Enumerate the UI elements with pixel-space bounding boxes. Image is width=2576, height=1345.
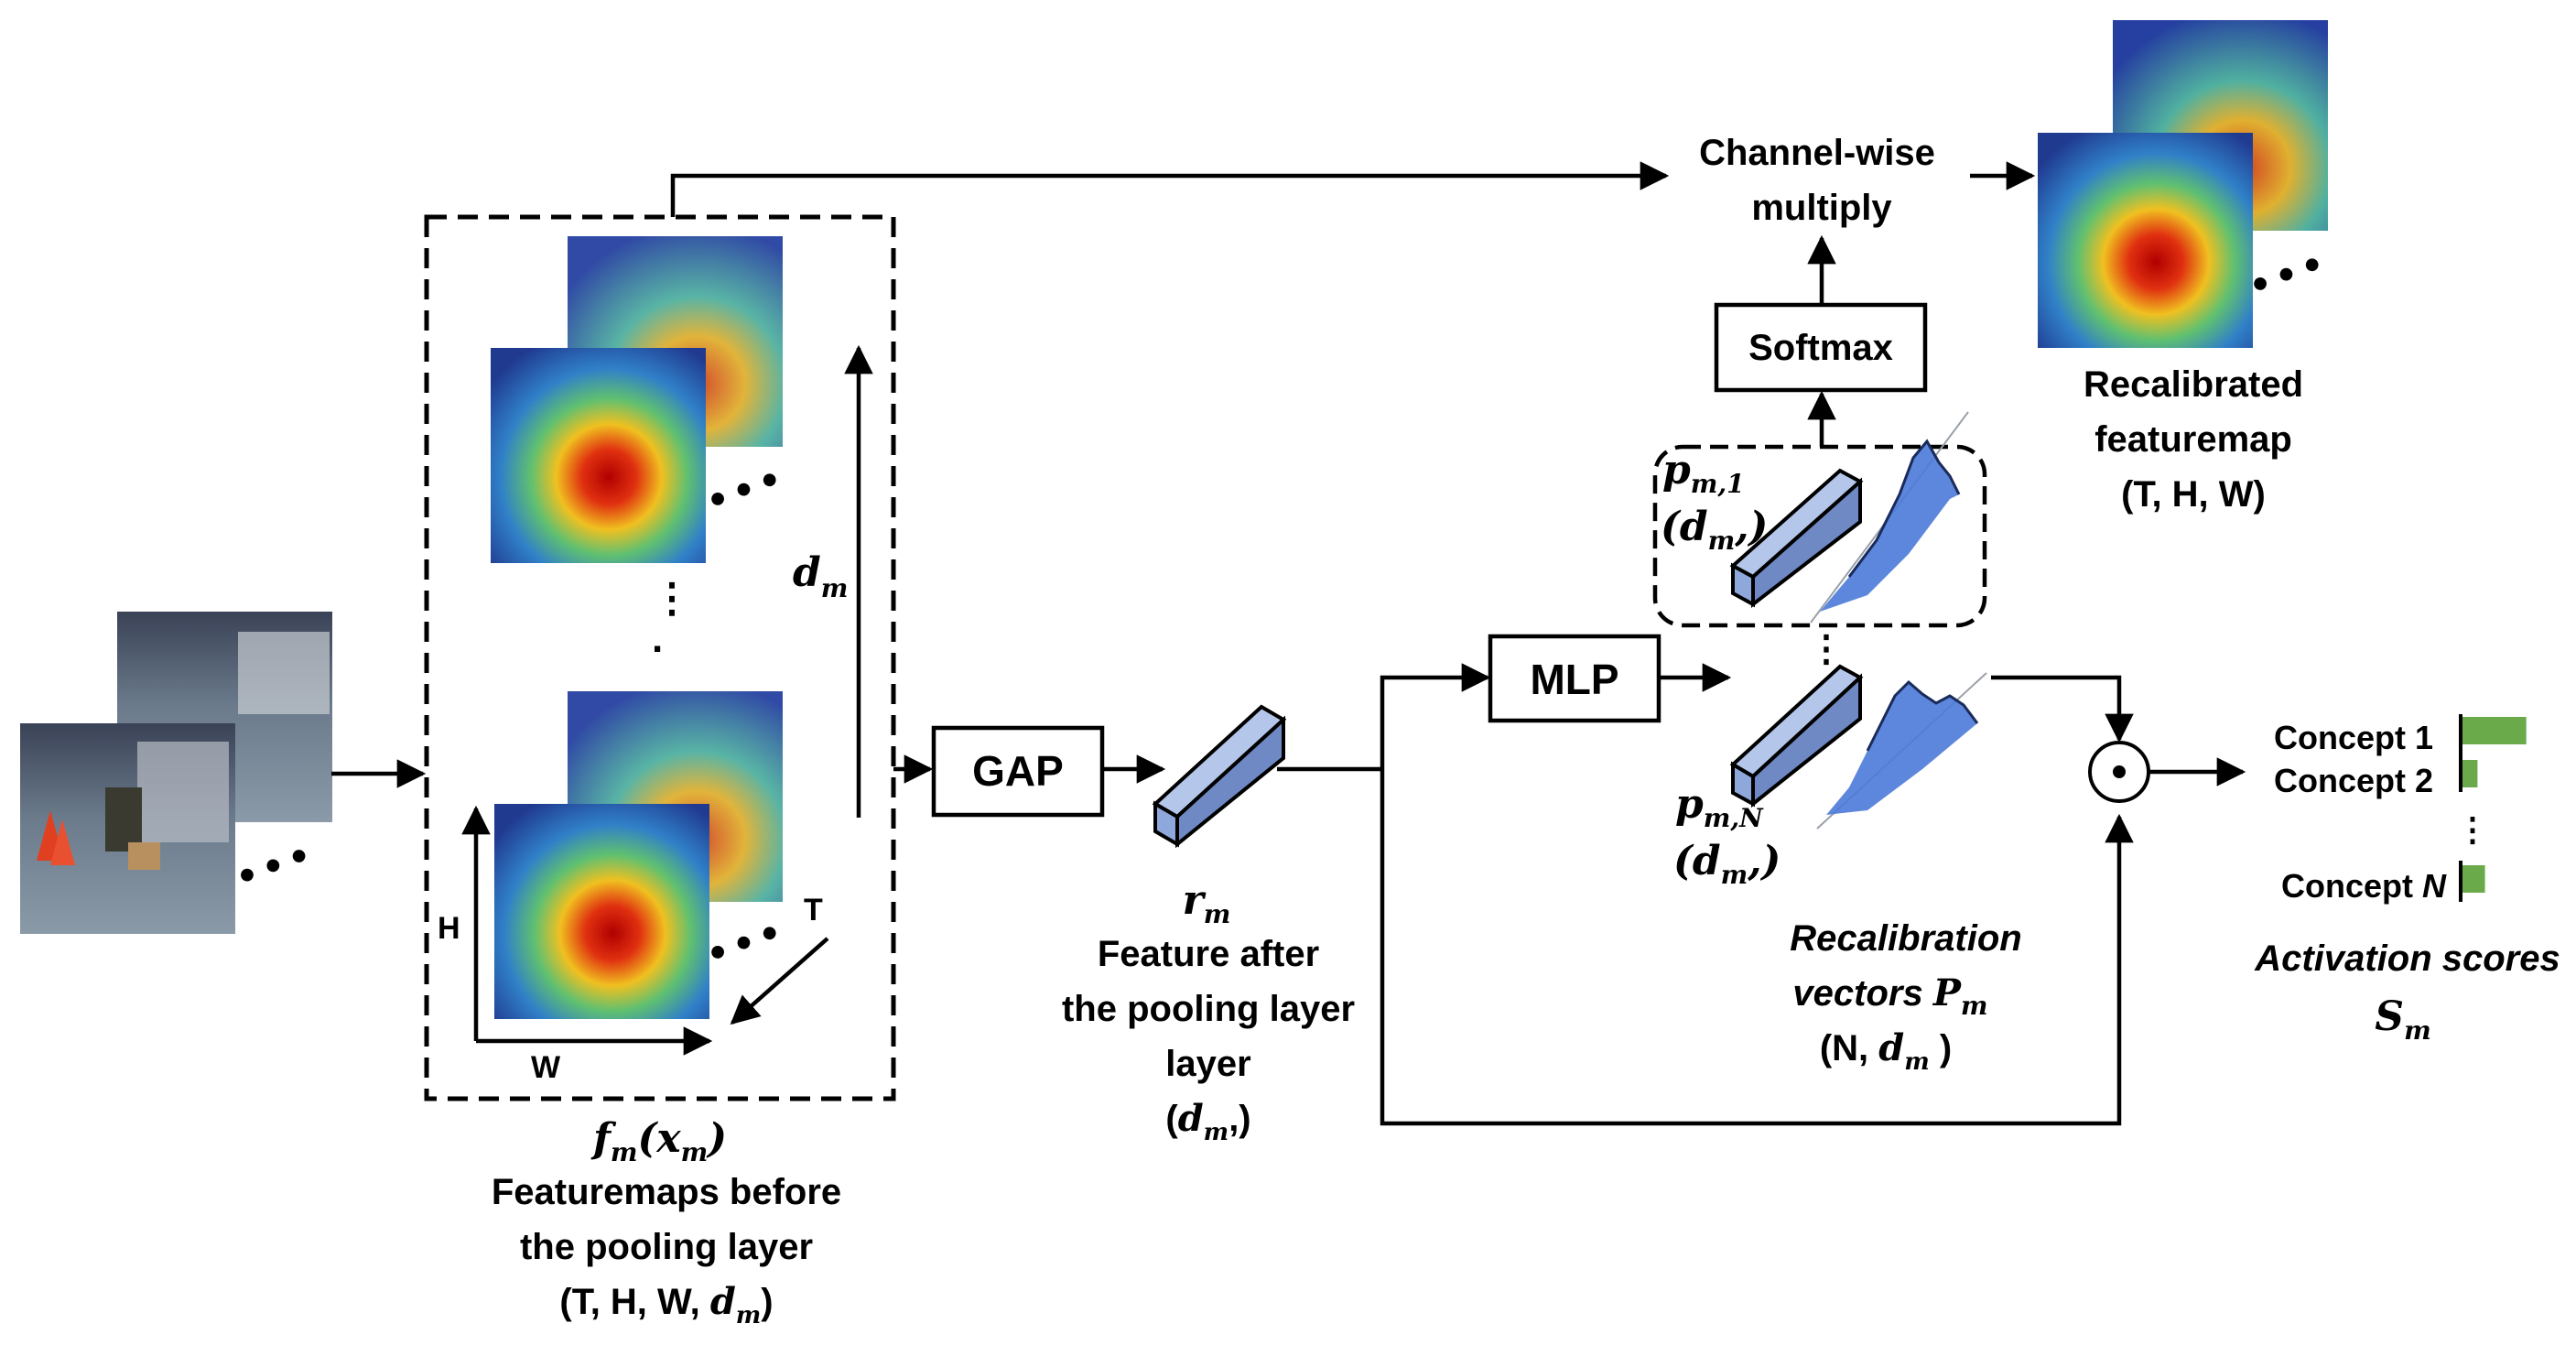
branch-skip-line	[1380, 769, 2134, 1126]
stack-ellipsis: • • •	[702, 908, 785, 978]
output-caption-line2: featuremap	[2094, 419, 2292, 460]
concept-bar-n	[2462, 865, 2485, 893]
pN-vector	[1729, 664, 1864, 808]
featuremaps-math: fm(xm)	[590, 1115, 727, 1167]
mlp-label: MLP	[1530, 656, 1618, 703]
cube-front	[1731, 761, 1755, 808]
recalibrated-featuremap-stack: • • •	[2038, 20, 2328, 348]
distribution-fill	[1820, 441, 1959, 612]
featuremap-stack-bottom: • • •	[494, 691, 785, 1019]
axis-t-label: T	[804, 893, 823, 927]
multiply-label-line1: Channel-wise	[1699, 133, 1935, 173]
branch-to-mlp-arrow	[1380, 663, 1491, 769]
concept-label-1: Concept 1	[2274, 719, 2433, 756]
pooled-caption-line2: the pooling layer	[1062, 989, 1355, 1029]
p1-label: pm,1	[1662, 447, 1745, 499]
input-ellipsis: • • •	[232, 831, 315, 901]
multiply-label-line2: multiply	[1751, 188, 1892, 228]
vectors-to-operator-arrow	[1991, 675, 2134, 743]
cone-icon	[50, 819, 75, 865]
hadamard-dot	[2113, 765, 2126, 778]
recal-caption-line1: Recalibration	[1790, 918, 2021, 959]
output-shape: (T, H, W)	[2121, 474, 2266, 515]
pN-label: pm,N	[1675, 781, 1764, 833]
pooled-shape: (dm,)	[1165, 1097, 1250, 1146]
pooled-feature-vector	[1152, 704, 1287, 849]
input-video-frames: • • •	[20, 612, 332, 934]
output-ellipsis: • • •	[2245, 240, 2328, 309]
recal-shape: (N, dm )	[1820, 1026, 1952, 1076]
distribution-fill	[1826, 682, 1977, 815]
concept-label-2: Concept 2	[2274, 762, 2433, 799]
heatmap-front	[491, 348, 706, 563]
concept-bar-1	[2462, 717, 2527, 744]
concept-label-n: Concept N	[2281, 867, 2447, 905]
gap-box	[931, 725, 1105, 818]
pooled-caption-line1: Feature after	[1098, 934, 1319, 974]
axis-h-label: H	[438, 911, 460, 946]
concepts-vertical-ellipsis: ⋮	[2456, 810, 2489, 848]
p1-distribution-graph	[1810, 411, 1969, 624]
heatmap-front	[2038, 133, 2253, 348]
output-caption-line1: Recalibrated	[2084, 364, 2303, 405]
featuremaps-caption-line2: the pooling layer	[520, 1227, 813, 1267]
cube-front	[1731, 562, 1755, 608]
distribution-curve	[1866, 679, 1979, 752]
distribution-curve	[1847, 439, 1961, 578]
activation-scores-title: Activation scores	[2254, 938, 2560, 979]
person-figure	[105, 787, 142, 851]
box-figure	[128, 842, 160, 870]
concept-bar-2	[2462, 760, 2478, 787]
featuremaps-box	[424, 214, 896, 1101]
input-frame-back-detail	[238, 632, 330, 714]
vectors-vertical-ellipsis: ⋮	[1808, 629, 1845, 669]
stack-ellipsis: • • •	[702, 455, 785, 525]
p1-dim: (dm,)	[1661, 504, 1768, 556]
axis-t-line	[730, 937, 829, 1025]
heatmap-front	[494, 804, 709, 1019]
pN-distribution-graph	[1816, 672, 1987, 830]
featuremaps-to-multiply-arrow	[670, 161, 1670, 217]
mlp-box	[1488, 634, 1661, 723]
featuremap-stack-top: • • •	[491, 236, 785, 563]
axis-w-label: W	[531, 1050, 561, 1085]
featuremaps-caption-line1: Featuremaps before	[492, 1172, 841, 1212]
input-frame-front-detail	[137, 742, 229, 842]
pooled-var: rm	[1183, 877, 1231, 929]
recal-caption-line2: vectors Pm	[1792, 971, 1987, 1021]
pooled-caption-line3: layer	[1165, 1044, 1250, 1084]
stack-vertical-ellipsis: ⋮	[652, 576, 692, 621]
depth-label: dm	[793, 549, 848, 603]
gap-label: GAP	[972, 747, 1064, 795]
softmax-box	[1714, 302, 1928, 393]
softmax-label: Softmax	[1748, 328, 1893, 368]
activation-scores-var: Sm	[2375, 993, 2430, 1046]
cube-front	[1153, 800, 1179, 848]
stack-vertical-ellipsis-2: .	[652, 616, 663, 661]
p1-vector	[1729, 468, 1864, 609]
pN-dim: (dm,)	[1673, 838, 1780, 890]
featuremaps-shape: (T, H, W, dm)	[559, 1280, 773, 1329]
